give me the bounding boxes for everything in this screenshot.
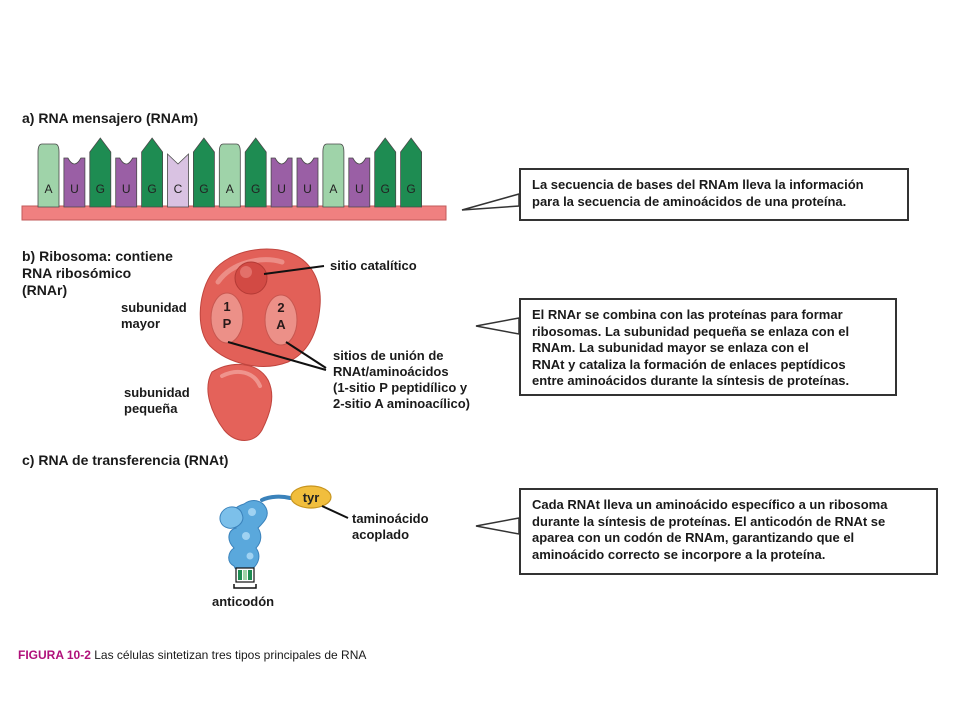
mrna-base-U — [115, 157, 138, 208]
section-a-title: a) RNA mensajero (RNAm) — [22, 110, 199, 126]
small-subunit-label: subunidad pequeña — [124, 385, 190, 416]
mrna-base-A — [322, 143, 345, 208]
p-site — [210, 292, 244, 344]
p-site-letter: P — [223, 316, 232, 331]
callout-b-pointer — [475, 317, 520, 335]
amino-acid-name: tyr — [303, 490, 320, 505]
mrna-base-C — [167, 153, 189, 208]
amino-acid-tyr — [290, 485, 332, 509]
callout-c: Cada RNAt lleva un aminoácido específico… — [519, 488, 938, 575]
mrna-base-U — [296, 157, 319, 208]
mrna-base-letter: U — [70, 182, 79, 196]
mrna-base-U — [348, 157, 371, 208]
anticodon-bracket — [233, 584, 257, 589]
anticodon-label: anticodón — [212, 594, 275, 609]
mrna-base-letter: G — [96, 182, 105, 196]
callout-a-pointer — [461, 193, 520, 211]
a-site-leader — [285, 341, 327, 369]
large-subunit-label: subunidad mayor — [121, 300, 187, 331]
mrna-base-letter: C — [174, 182, 183, 196]
mrna-base-letter: U — [277, 182, 286, 196]
a-site-number: 2 — [277, 300, 284, 315]
mrna-base-letter: U — [303, 182, 312, 196]
mrna-base-letter: A — [226, 182, 234, 196]
p-site-leader — [227, 341, 327, 371]
mrna-base-letter: G — [251, 182, 260, 196]
mrna-base-letter: A — [329, 182, 337, 196]
a-site-letter: A — [276, 317, 286, 332]
section-c-title: c) RNA de transferencia (RNAt) — [22, 452, 229, 468]
catalytic-site — [234, 261, 268, 295]
p-site-number: 1 — [223, 299, 230, 314]
mrna-base-G — [89, 137, 112, 208]
mrna-base-G — [400, 137, 422, 208]
callout-c-pointer — [475, 517, 520, 535]
figure-number: FIGURA 10-2 — [18, 648, 91, 662]
mrna-base-U — [270, 157, 293, 208]
mrna-base-letter: U — [355, 182, 364, 196]
ribosome-small-subunit — [207, 363, 273, 441]
mrna-base-letter: A — [44, 182, 52, 196]
trna-molecule — [219, 494, 292, 589]
amino-acid-label: taminoácido acoplado — [352, 511, 429, 542]
mrna-base-letter: G — [199, 182, 208, 196]
catalytic-site-leader — [263, 265, 325, 275]
section-b-title: b) Ribosoma: contiene RNA ribosómico (RN… — [22, 248, 173, 298]
amino-acid-leader — [321, 505, 349, 519]
mrna-base-letter: U — [122, 182, 131, 196]
mrna-base-G — [374, 137, 397, 208]
mrna-base-A — [218, 143, 241, 208]
mrna-base-G — [244, 137, 267, 208]
mrna-base-G — [141, 137, 163, 208]
figure-caption-text: Las células sintetizan tres tipos princi… — [94, 648, 367, 662]
mrna-backbone — [21, 205, 447, 221]
mrna-base-U — [63, 157, 86, 208]
callout-b: El RNAr se combina con las proteínas par… — [519, 298, 897, 396]
mrna-base-G — [193, 137, 215, 208]
callout-a: La secuencia de bases del RNAm lleva la … — [519, 168, 909, 221]
mrna-base-letter: G — [147, 182, 156, 196]
mrna-base-A — [37, 143, 60, 208]
catalytic-site-label: sitio catalítico — [330, 258, 417, 273]
binding-sites-label: sitios de unión de RNAt/aminoácidos (1-s… — [333, 348, 471, 411]
a-site — [264, 294, 298, 346]
mrna-base-letter: G — [381, 182, 390, 196]
mrna-base-letter: G — [406, 182, 415, 196]
figure-caption: FIGURA 10-2 Las células sintetizan tres … — [18, 648, 366, 662]
